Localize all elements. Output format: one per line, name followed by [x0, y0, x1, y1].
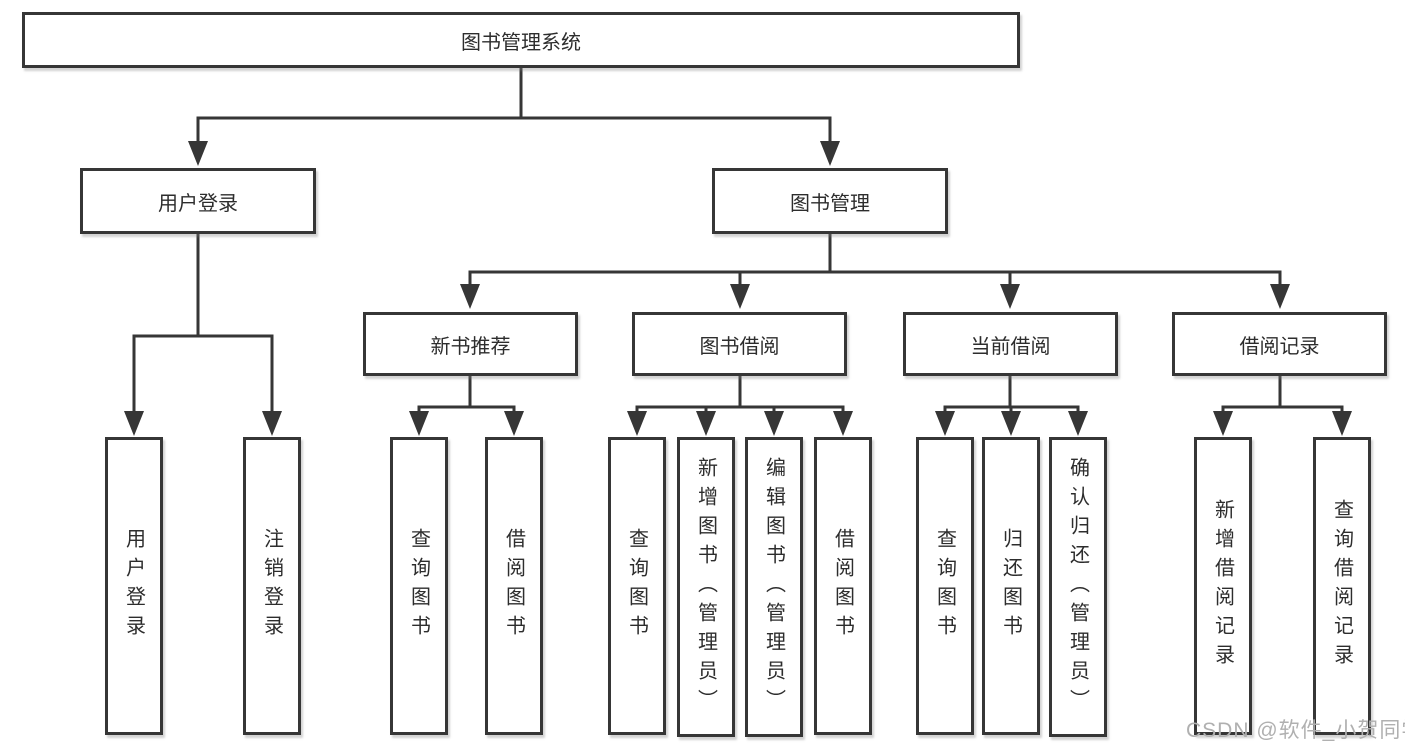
leaf-borrow-query-books: 查询图书	[608, 437, 666, 735]
leaf-confirm-return-admin: 确认归还（管理员）	[1049, 437, 1107, 737]
watermark: CSDN @软件_小贺同学	[1186, 719, 1405, 742]
leaf-add-book-admin: 新增图书（管理员）	[677, 437, 735, 737]
node-borrow-records: 借阅记录	[1172, 312, 1387, 376]
node-root: 图书管理系统	[22, 12, 1020, 68]
leaf-query-borrow-record: 查询借阅记录	[1313, 437, 1371, 735]
leaf-edit-book-admin: 编辑图书（管理员）	[745, 437, 803, 737]
node-user-login: 用户登录	[80, 168, 316, 234]
leaf-user-login: 用户登录	[105, 437, 163, 735]
leaf-borrow-borrow-books: 借阅图书	[814, 437, 872, 735]
leaf-return-book: 归还图书	[982, 437, 1040, 735]
connector-paths	[132, 66, 1344, 418]
leaf-current-query-books: 查询图书	[916, 437, 974, 735]
leaf-add-borrow-record: 新增借阅记录	[1194, 437, 1252, 735]
node-current-borrow: 当前借阅	[903, 312, 1118, 376]
leaf-logout: 注销登录	[243, 437, 301, 735]
node-book-management: 图书管理	[712, 168, 948, 234]
node-book-borrow: 图书借阅	[632, 312, 847, 376]
leaf-recommend-borrow-books: 借阅图书	[485, 437, 543, 735]
node-new-book-recommend: 新书推荐	[363, 312, 578, 376]
leaf-recommend-query-books: 查询图书	[390, 437, 448, 735]
